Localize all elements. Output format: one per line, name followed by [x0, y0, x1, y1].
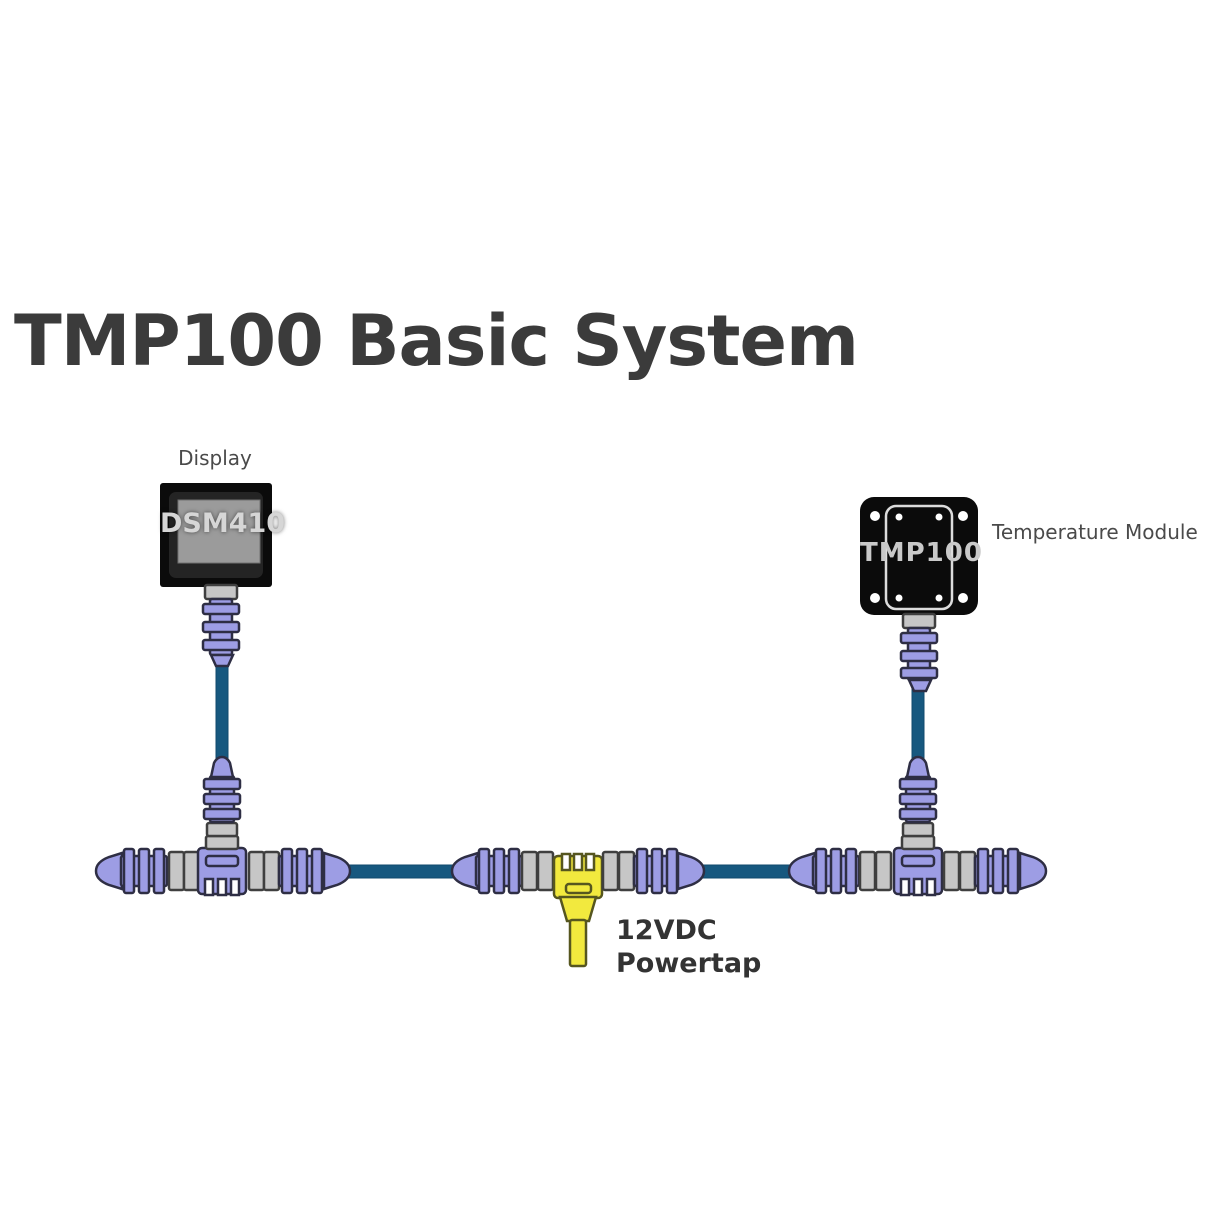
tee-connector-body: [196, 846, 248, 897]
gray-ring: [536, 850, 555, 892]
cover-screw: [895, 594, 903, 602]
left-terminator-cap: [94, 851, 124, 891]
gray-ring: [247, 850, 266, 892]
tee-connector-body: [892, 846, 944, 897]
coupling-nut: [901, 821, 935, 838]
ribbed-connector: [973, 847, 1023, 895]
gray-ring: [942, 850, 961, 892]
right-tee-assembly: [787, 755, 1048, 897]
gray-ring: [858, 850, 877, 892]
mounting-hole: [958, 511, 968, 521]
gray-ring: [262, 850, 281, 892]
coupling-nut: [900, 834, 936, 851]
cover-screw: [935, 513, 943, 521]
cable-cone: [450, 851, 480, 891]
gray-ring: [874, 850, 893, 892]
cover-screw: [895, 513, 903, 521]
tmp100-connector: [899, 626, 939, 693]
cable-cone: [322, 851, 352, 891]
backbone-cable-left: [339, 864, 461, 879]
temperature-module-device: [860, 497, 978, 693]
cable-cone: [209, 755, 235, 779]
temperature-module-model-label: TMP100: [860, 538, 983, 568]
cover-screw: [935, 594, 943, 602]
page-title: TMP100 Basic System: [14, 300, 859, 382]
cable-cone: [905, 755, 931, 779]
powertap-power-cable: [568, 918, 588, 968]
left-tee-assembly: [94, 755, 352, 897]
drop-connector: [202, 774, 242, 824]
cable-cone: [787, 851, 817, 891]
powertap-body: [552, 852, 604, 968]
powertap-caption: 12VDC Powertap: [616, 914, 761, 980]
gray-ring: [617, 850, 636, 892]
cable-cone: [676, 851, 706, 891]
gray-ring: [958, 850, 977, 892]
powertap-caption-line2: Powertap: [616, 948, 762, 979]
tmp100-drop-cable: [911, 687, 925, 765]
ribbed-connector: [277, 847, 327, 895]
mounting-hole: [870, 511, 880, 521]
display-device: [160, 483, 272, 668]
coupling-nut: [204, 834, 240, 851]
mounting-hole: [958, 593, 968, 603]
drop-connector: [898, 774, 938, 824]
ribbed-connector: [474, 847, 524, 895]
coupling-nut: [205, 821, 239, 838]
display-caption: Display: [178, 446, 252, 470]
ribbed-connector: [119, 847, 169, 895]
ribbed-connector: [632, 847, 682, 895]
gray-ring: [167, 850, 186, 892]
right-terminator-cap: [1018, 851, 1048, 891]
powertap-caption-line1: 12VDC: [616, 915, 717, 946]
backbone-cable-right: [699, 864, 797, 879]
gray-ring: [520, 850, 539, 892]
mounting-hole: [870, 593, 880, 603]
connector-collar: [203, 583, 239, 601]
ribbed-connector: [811, 847, 861, 895]
display-drop-cable: [215, 659, 229, 763]
connector-collar: [901, 612, 937, 630]
powertap-assembly: [450, 847, 706, 968]
gray-ring: [601, 850, 620, 892]
display-screen: [177, 499, 261, 564]
temperature-module-caption: Temperature Module: [992, 520, 1198, 544]
network-cables: [215, 659, 925, 879]
display-connector: [201, 597, 241, 668]
display-model-label: DSM410: [160, 508, 286, 539]
